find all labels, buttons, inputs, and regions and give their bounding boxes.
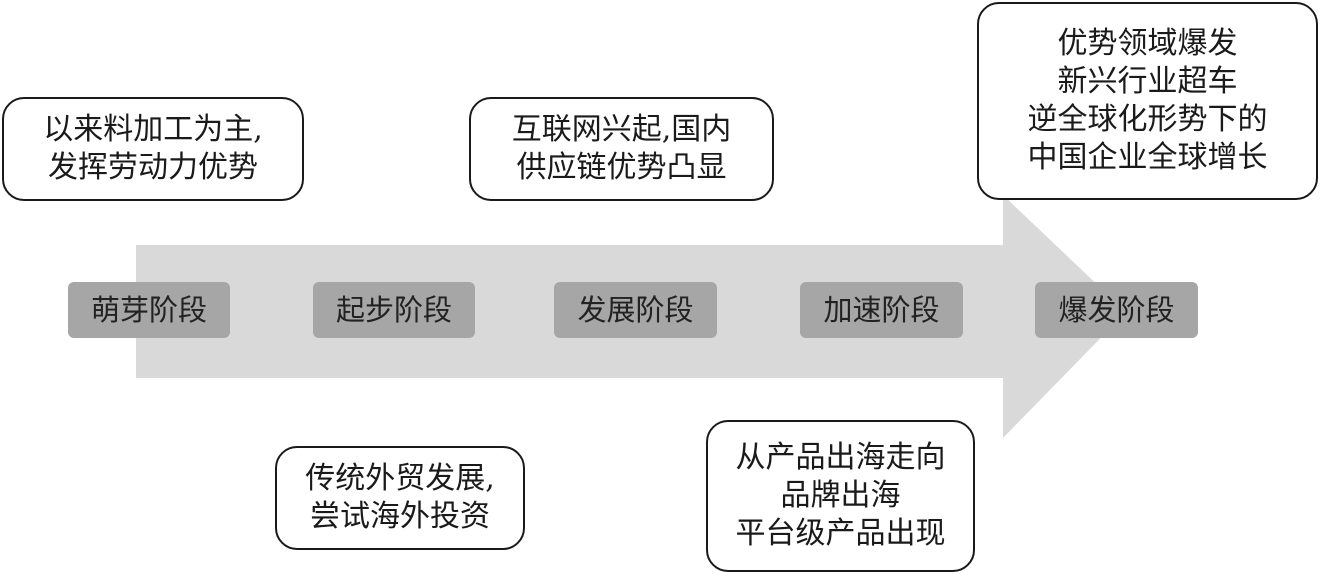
- note-explosion-line-2: 新兴行业超车: [1057, 64, 1238, 99]
- note-start-line-1: 传统外贸发展,: [305, 461, 495, 496]
- note-acceleration: 从产品出海走向 品牌出海 平台级产品出现: [706, 420, 975, 572]
- note-development: 互联网兴起,国内 供应链优势凸显: [469, 97, 774, 201]
- note-start-line-2: 尝试海外投资: [310, 499, 490, 534]
- stage-start: 起步阶段: [313, 282, 475, 338]
- note-explosion-line-3: 逆全球化形势下的: [1027, 102, 1268, 137]
- note-start: 传统外贸发展, 尝试海外投资: [275, 446, 525, 550]
- note-explosion-line-4: 中国企业全球增长: [1027, 140, 1268, 175]
- note-sprout-line-2: 发挥劳动力优势: [48, 150, 258, 185]
- note-sprout: 以来料加工为主, 发挥劳动力优势: [2, 97, 304, 201]
- note-acceleration-line-2: 品牌出海: [780, 478, 901, 513]
- note-explosion-line-1: 优势领域爆发: [1057, 26, 1238, 61]
- note-acceleration-line-1: 从产品出海走向: [735, 440, 946, 475]
- stage-sprout: 萌芽阶段: [68, 282, 230, 338]
- note-development-line-2: 供应链优势凸显: [516, 150, 727, 185]
- note-explosion: 优势领域爆发 新兴行业超车 逆全球化形势下的 中国企业全球增长: [977, 2, 1318, 200]
- stage-development: 发展阶段: [554, 282, 717, 338]
- note-development-line-1: 互联网兴起,国内: [511, 112, 732, 147]
- stage-acceleration: 加速阶段: [800, 282, 963, 338]
- stage-explosion: 爆发阶段: [1035, 282, 1198, 338]
- note-acceleration-line-3: 平台级产品出现: [735, 516, 946, 551]
- note-sprout-line-1: 以来料加工为主,: [43, 112, 263, 147]
